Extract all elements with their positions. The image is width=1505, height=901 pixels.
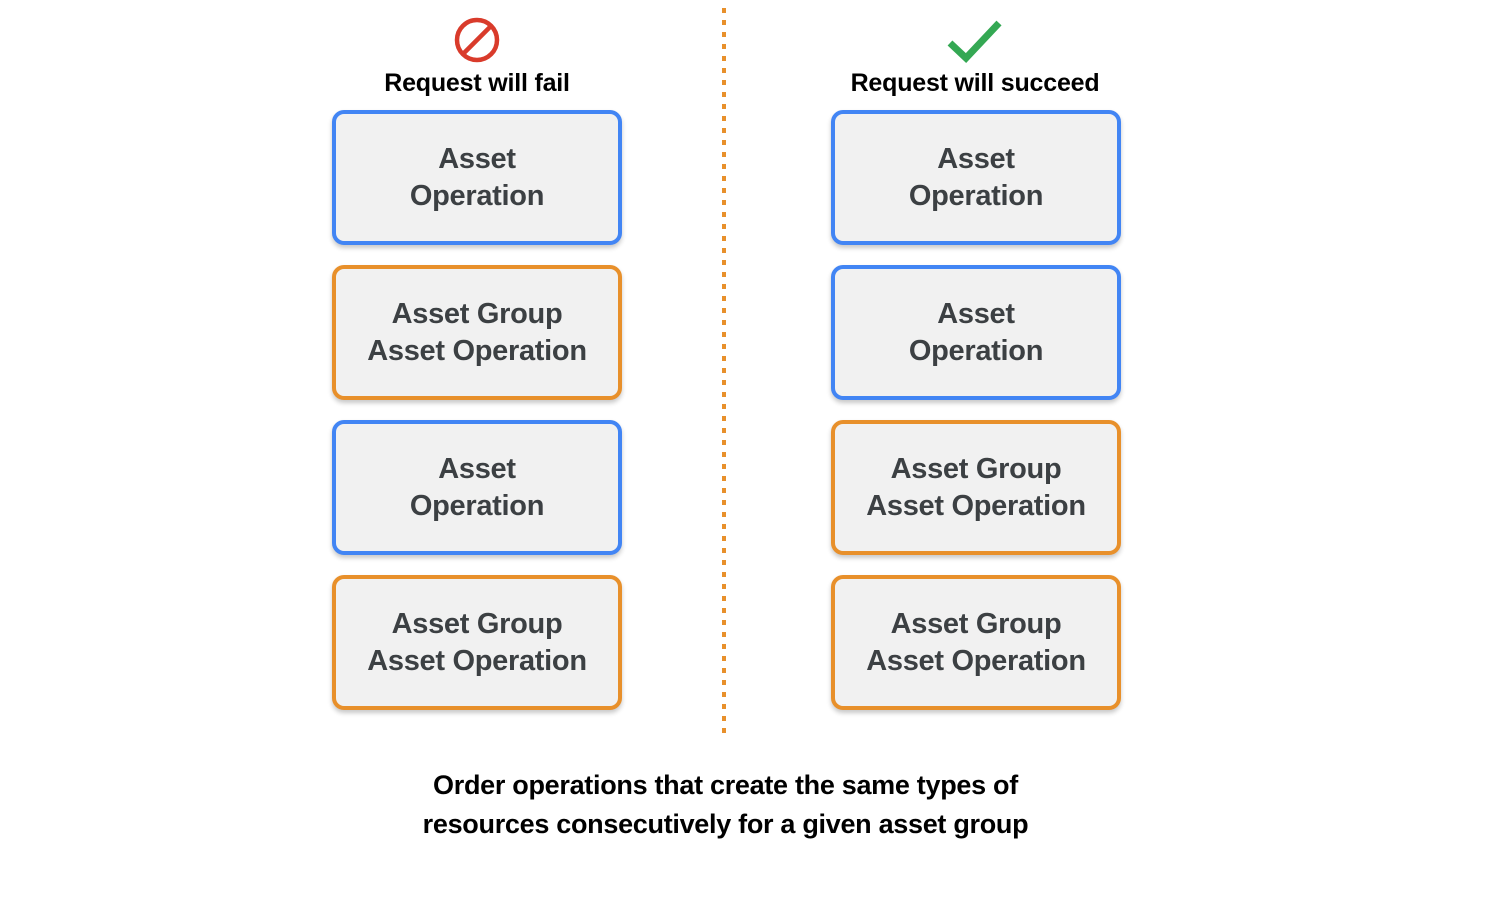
diagram-caption: Order operations that create the same ty… <box>422 770 1029 839</box>
checkmark-icon <box>795 12 1155 68</box>
operation-box-label: Asset Group Asset Operation <box>866 607 1086 677</box>
fail-operation-list: Asset Operation Asset Group Asset Operat… <box>332 110 622 710</box>
operation-box: Asset Operation <box>831 265 1121 400</box>
succeed-column-label: Request will succeed <box>850 69 1100 97</box>
operation-box-label: Asset Group Asset Operation <box>367 607 587 677</box>
operation-box: Asset Operation <box>332 420 622 555</box>
fail-column-header: Request will fail <box>297 12 657 98</box>
succeed-operation-list: Asset Operation Asset Operation Asset Gr… <box>831 110 1121 710</box>
fail-column-label: Request will fail <box>384 69 570 97</box>
operation-box-label: Asset Operation <box>908 142 1044 212</box>
operation-box: Asset Group Asset Operation <box>831 420 1121 555</box>
operation-box-label: Asset Operation <box>409 142 545 212</box>
succeed-column-header: Request will succeed <box>795 12 1155 98</box>
operation-box-label: Asset Operation <box>908 297 1044 367</box>
operation-box: Asset Group Asset Operation <box>831 575 1121 710</box>
operation-box-label: Asset Operation <box>409 452 545 522</box>
operation-box: Asset Group Asset Operation <box>332 265 622 400</box>
operation-box: Asset Operation <box>332 110 622 245</box>
prohibited-icon <box>297 12 657 68</box>
operation-box: Asset Operation <box>831 110 1121 245</box>
operation-box: Asset Group Asset Operation <box>332 575 622 710</box>
column-divider <box>722 8 726 738</box>
operation-box-label: Asset Group Asset Operation <box>866 452 1086 522</box>
operation-box-label: Asset Group Asset Operation <box>367 297 587 367</box>
